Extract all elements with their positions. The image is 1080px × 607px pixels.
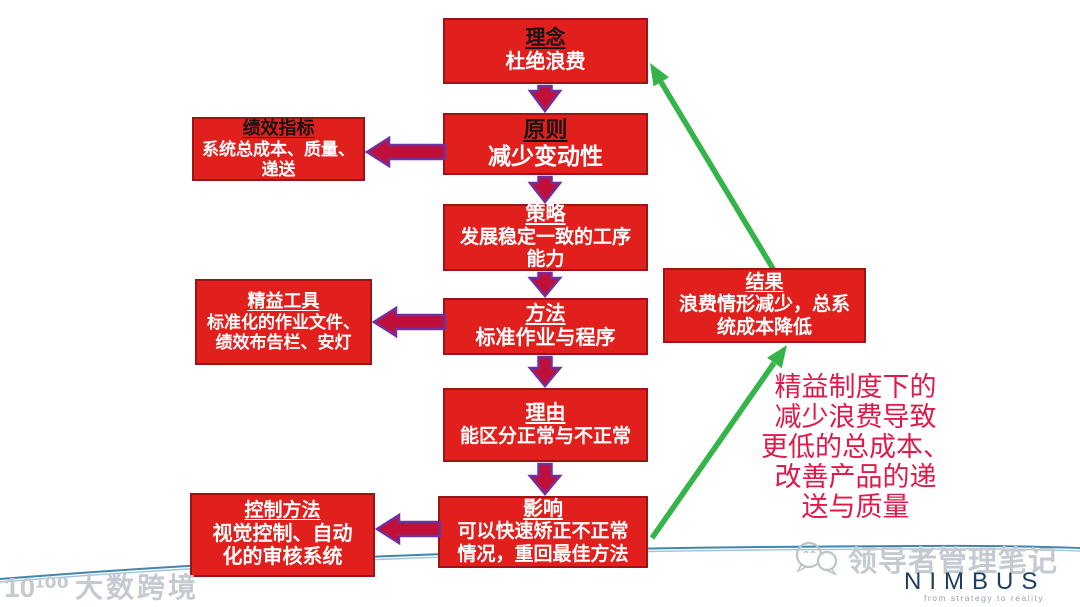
watermark-dashu-label: 大数跨境 (75, 572, 200, 603)
left-arrow-impact-control (374, 512, 442, 546)
box-lean-tools: 精益工具 标准化的作业文件、绩效布告栏、安灯 (195, 279, 372, 365)
down-arrow-principle-strategy (527, 175, 563, 205)
box-reason: 理由 能区分正常与不正常 (443, 388, 648, 462)
box-body: 系统总成本、质量、递送 (202, 139, 355, 179)
chat-bubbles-icon (795, 541, 838, 576)
box-kpi: 绩效指标 系统总成本、质量、递送 (192, 117, 365, 181)
nimbus-wordmark: NIMBUS (904, 568, 1046, 595)
down-arrow-method-reason (527, 355, 563, 388)
box-body: 可以快速矫正不正常情况，重回最佳方法 (457, 521, 629, 565)
watermark-dashu-kuajing: 10¹⁰⁰ 大数跨境 (4, 566, 199, 606)
down-arrow-concept-principle (527, 84, 563, 114)
watermark-leader-notes: 领导者管理笔记 NIMBUS from strategy to reality (792, 536, 1072, 606)
box-principle: 原则 减少变动性 (443, 113, 648, 175)
box-body: 视觉控制、自动化的审核系统 (212, 522, 353, 569)
box-method: 方法 标准作业与程序 (443, 298, 648, 355)
left-arrow-principle-kpi (364, 135, 447, 169)
box-result: 结果 浪费情形减少，总系统成本降低 (663, 268, 866, 343)
box-title: 原则 (523, 117, 568, 143)
box-body: 能区分正常与不正常 (459, 425, 631, 447)
box-title: 理念 (525, 27, 566, 50)
box-title: 结果 (745, 271, 784, 293)
box-body: 标准作业与程序 (475, 326, 616, 349)
box-control: 控制方法 视觉控制、自动化的审核系统 (190, 493, 375, 577)
box-title: 精益工具 (247, 291, 320, 312)
box-title: 绩效指标 (242, 118, 315, 139)
box-body: 减少变动性 (488, 143, 603, 170)
box-impact: 影响 可以快速矫正不正常情况，重回最佳方法 (438, 496, 648, 568)
side-note: 精益制度下的减少浪费导致更低的总成本、改善产品的递送与质量 (761, 372, 950, 522)
box-body: 浪费情形减少，总系统成本降低 (678, 294, 850, 338)
nimbus-tagline: from strategy to reality (924, 593, 1045, 603)
box-title: 影响 (523, 497, 563, 520)
box-body: 标准化的作业文件、绩效布告栏、安灯 (207, 312, 360, 352)
box-title: 方法 (525, 302, 566, 325)
box-title: 理由 (525, 402, 566, 424)
box-concept: 理念 杜绝浪费 (443, 18, 648, 84)
left-arrow-method-lean-tools (371, 305, 447, 339)
googol-logo: 10¹⁰⁰ (4, 572, 69, 603)
down-arrow-strategy-method (527, 271, 563, 298)
green-arrow-result-to-concept (650, 63, 778, 274)
box-title: 控制方法 (244, 500, 321, 522)
box-body: 发展稳定一致的工序能力 (459, 226, 631, 271)
box-strategy: 策略 发展稳定一致的工序能力 (443, 203, 648, 271)
box-body: 杜绝浪费 (505, 51, 586, 73)
down-arrow-reason-impact (527, 462, 563, 496)
box-title: 策略 (525, 203, 566, 226)
